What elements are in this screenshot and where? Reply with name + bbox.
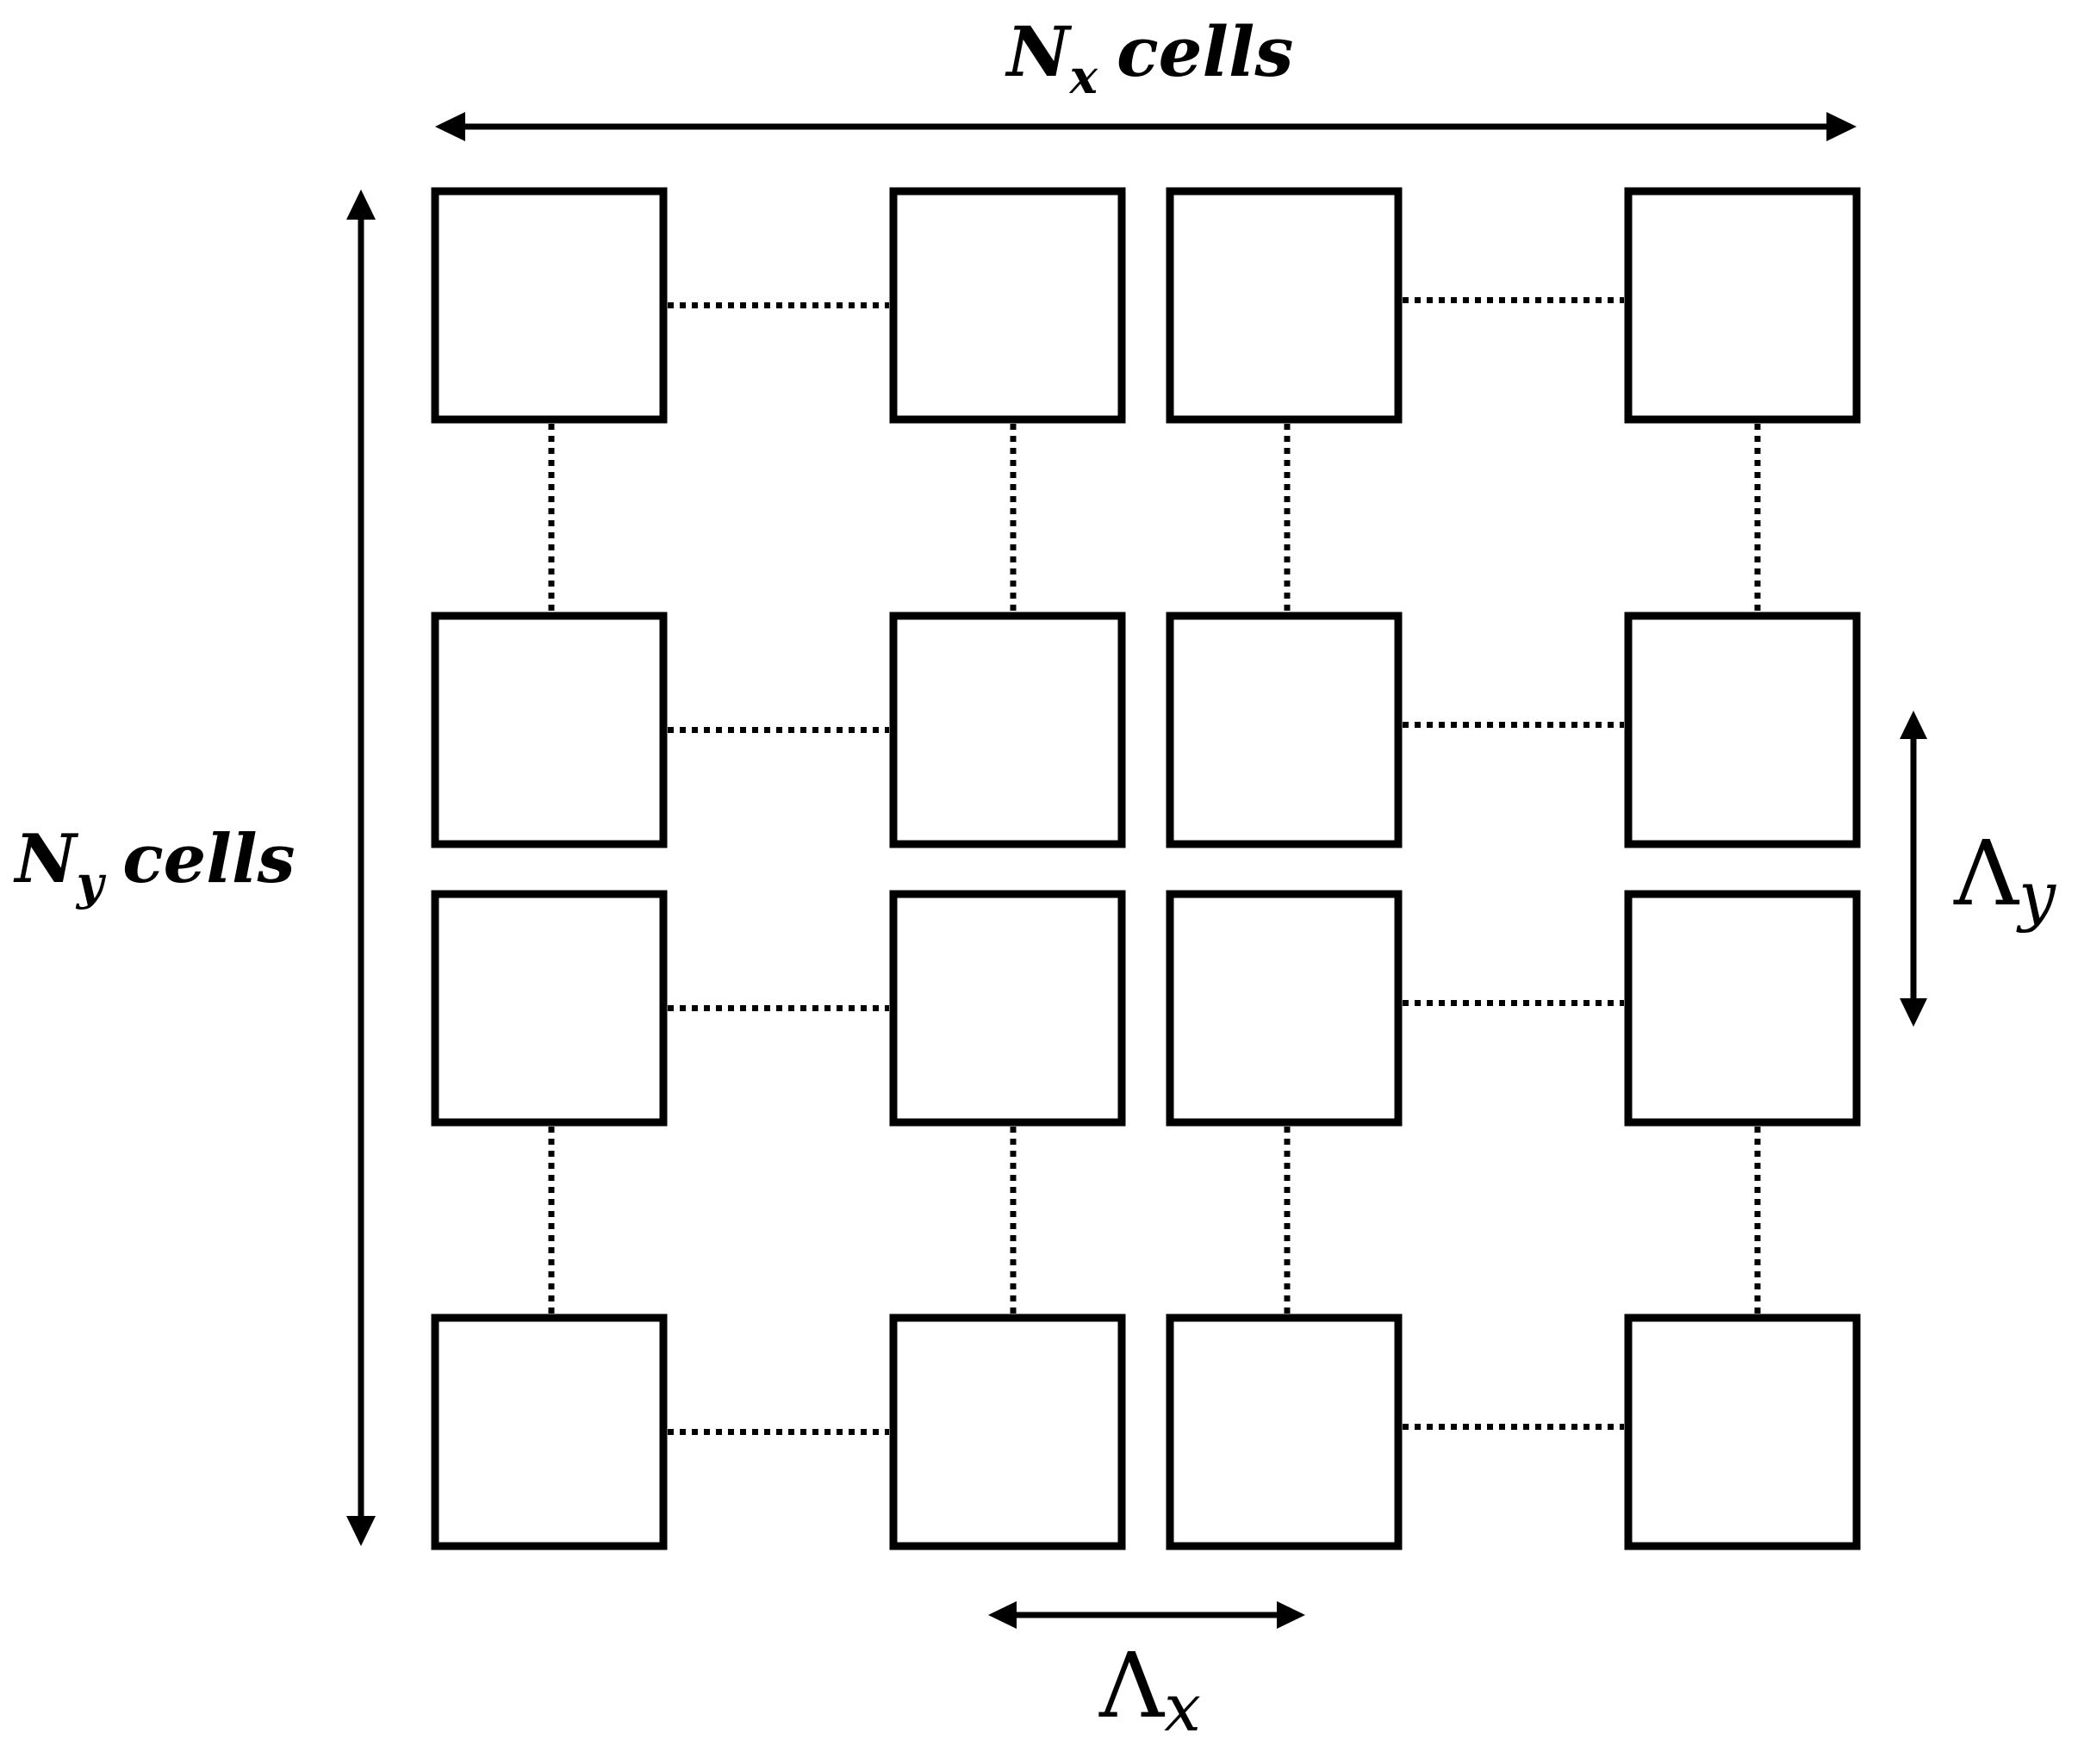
cell-links xyxy=(548,297,1761,1435)
lambda-x-arrow xyxy=(988,1601,1305,1629)
ny-subscript: y xyxy=(76,855,107,910)
lambda-y-label: Λy xyxy=(1953,821,2056,934)
unit-cell-r2-c3 xyxy=(1166,612,1403,848)
unit-cell-r2-c4 xyxy=(1624,612,1861,848)
unit-cell-r4-c4 xyxy=(1624,1314,1861,1550)
lambda-x-subscript: x xyxy=(1164,1669,1201,1746)
ny-dimension-arrow xyxy=(346,189,376,1546)
nx-symbol: N xyxy=(1005,11,1073,92)
unit-cell-r4-c2 xyxy=(889,1314,1126,1550)
unit-cell-r1-c2 xyxy=(889,187,1126,424)
nx-dimension-arrow xyxy=(435,112,1857,141)
lambda-y-arrow xyxy=(1900,711,1927,1027)
unit-cell-r1-c3 xyxy=(1166,187,1403,424)
unit-cell-r3-c2 xyxy=(889,890,1126,1127)
ny-symbol: N xyxy=(13,820,79,898)
lambda-x-label: Λx xyxy=(1098,1633,1201,1746)
lambda-y-symbol: Λ xyxy=(1953,821,2020,926)
unit-cell-r3-c3 xyxy=(1166,890,1403,1127)
lambda-x-symbol: Λ xyxy=(1098,1633,1166,1738)
cell-grid xyxy=(431,187,1861,1550)
nx-subscript: x xyxy=(1069,49,1098,104)
nx-word: cells xyxy=(1117,11,1293,92)
lambda-y-subscript: y xyxy=(2016,857,2056,934)
unit-cell-r3-c4 xyxy=(1624,890,1861,1127)
unit-cell-r1-c4 xyxy=(1624,187,1861,424)
unit-cell-r4-c1 xyxy=(431,1314,668,1550)
unit-cell-r3-c1 xyxy=(431,890,668,1127)
unit-cell-r2-c2 xyxy=(889,612,1126,848)
ny-word: cells xyxy=(122,820,295,898)
unit-cell-r1-c1 xyxy=(431,187,668,424)
unit-cell-r4-c3 xyxy=(1166,1314,1403,1550)
unit-cell-r2-c1 xyxy=(431,612,668,848)
